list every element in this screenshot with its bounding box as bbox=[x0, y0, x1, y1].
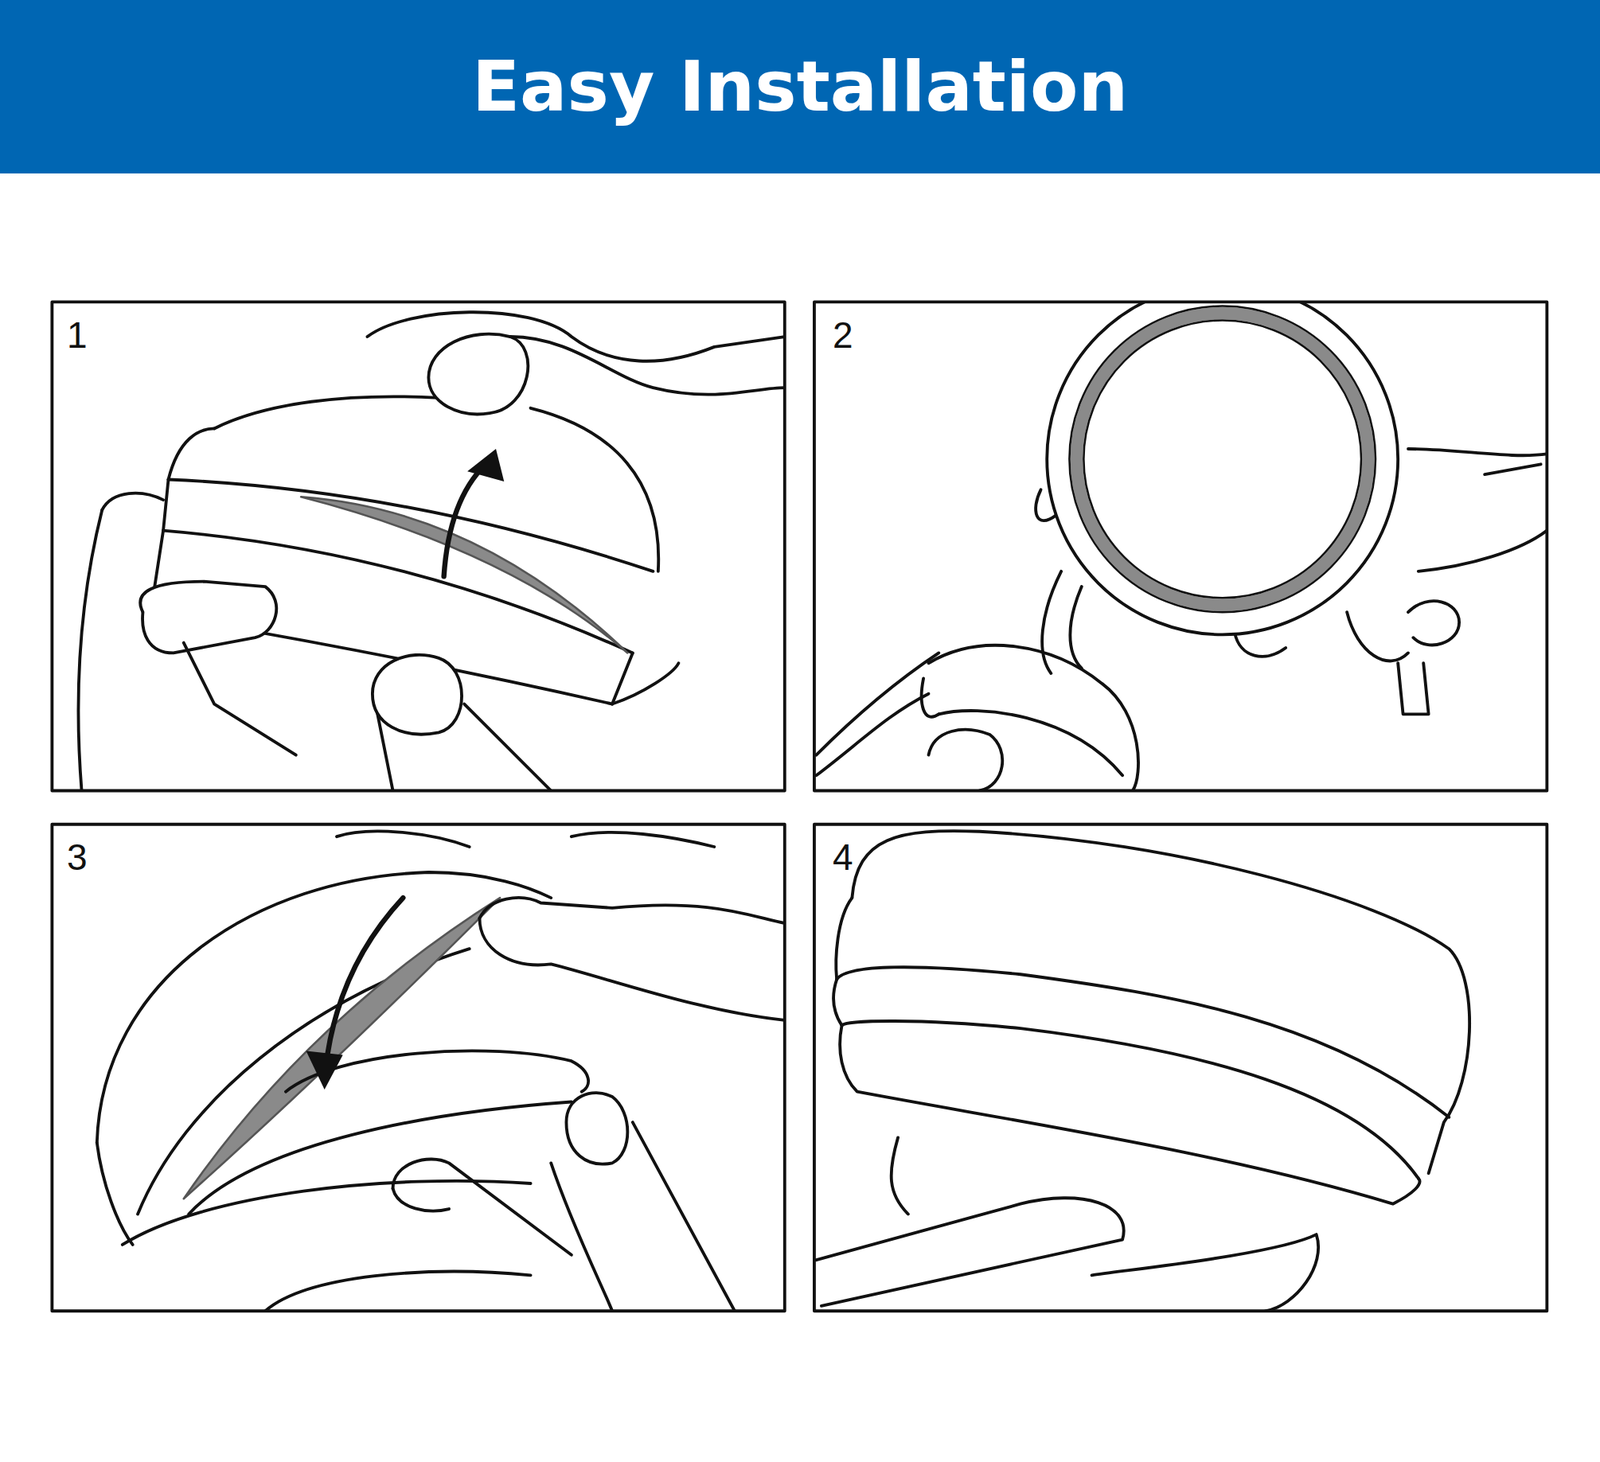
panel-frame bbox=[814, 301, 1547, 791]
panel-frame bbox=[51, 301, 785, 791]
step-number: 4 bbox=[832, 839, 854, 876]
title-banner bbox=[0, 0, 1600, 174]
panel-frame bbox=[51, 824, 785, 1312]
step-4-figure bbox=[816, 831, 1471, 1312]
title: Easy Installation bbox=[472, 51, 1128, 122]
step-number: 3 bbox=[66, 839, 88, 876]
step-number: 2 bbox=[832, 316, 854, 354]
step-3-figure bbox=[97, 831, 785, 1312]
step-1-figure bbox=[78, 312, 785, 791]
step-2-figure bbox=[816, 301, 1548, 791]
panel-frame bbox=[814, 824, 1547, 1312]
step-number: 1 bbox=[66, 316, 88, 354]
